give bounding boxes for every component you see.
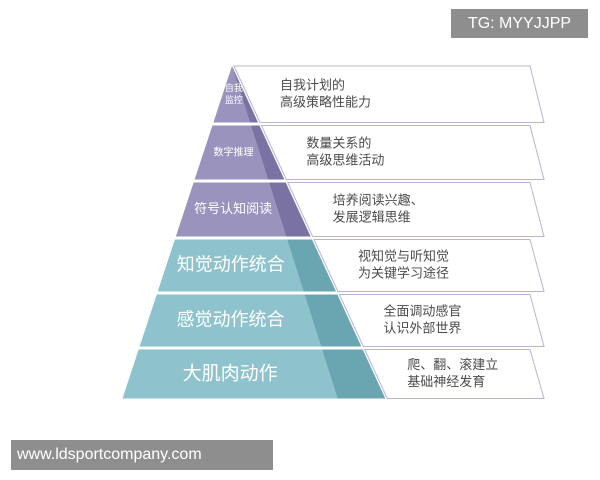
level-description-line: 为关键学习途径 [358, 266, 449, 282]
pyramid-level-label: 符号认知阅读 [194, 201, 272, 217]
pyramid-level-side [287, 239, 336, 292]
pyramid-level-front [213, 66, 250, 123]
pyramid-level-label: 数字推理 [213, 146, 253, 159]
pyramid-level-label: 自我 [225, 82, 243, 94]
level-description-line: 爬、翻、滚建立 [407, 357, 498, 373]
level-description-band [233, 65, 545, 123]
level-description-line: 数量关系的 [306, 136, 371, 152]
pyramid-level-side [304, 294, 362, 347]
level-description-band [260, 125, 545, 180]
level-description-line: 高级思维活动 [306, 153, 384, 169]
pyramid-level-side [250, 125, 285, 180]
pyramid-level-front [157, 239, 304, 292]
pyramid-level-label: 大肌肉动作 [183, 363, 278, 385]
level-description-band [286, 182, 545, 237]
level-description-line: 认识外部世界 [383, 322, 461, 337]
level-description-line: 自我计划的 [280, 77, 345, 93]
pyramid-level-front [122, 349, 338, 399]
pyramid-level-front [139, 294, 322, 347]
level-description-line: 培养阅读兴趣、 [333, 193, 424, 209]
pyramid-level-side [232, 66, 259, 123]
pyramid-level-side [268, 182, 311, 237]
level-description-line: 视知觉与听知觉 [358, 249, 449, 265]
level-description-line: 全面调动感官 [383, 304, 461, 320]
watermark-url: www.ldsportcompany.com [11, 440, 273, 470]
pyramid-level-side [321, 349, 386, 399]
pyramid-level-label: 监控 [225, 94, 243, 106]
tag-label: TG: MYYJJPP [451, 9, 588, 38]
pyramid-level-front [175, 182, 287, 237]
pyramid-level-label: 感觉动作统合 [176, 310, 284, 331]
level-description-line: 高级策略性能力 [280, 94, 371, 110]
pyramid-level-front [194, 125, 269, 180]
level-description-line: 基础神经发育 [407, 374, 485, 390]
description-bands: 自我计划的高级策略性能力数量关系的高级思维活动培养阅读兴趣、发展逻辑思维视知觉与… [233, 65, 545, 399]
level-description-band [338, 294, 545, 347]
level-description-band [363, 349, 545, 399]
pyramid-level-label: 知觉动作统合 [177, 255, 285, 276]
level-description-line: 发展逻辑思维 [333, 210, 411, 226]
level-description-band [313, 239, 545, 292]
